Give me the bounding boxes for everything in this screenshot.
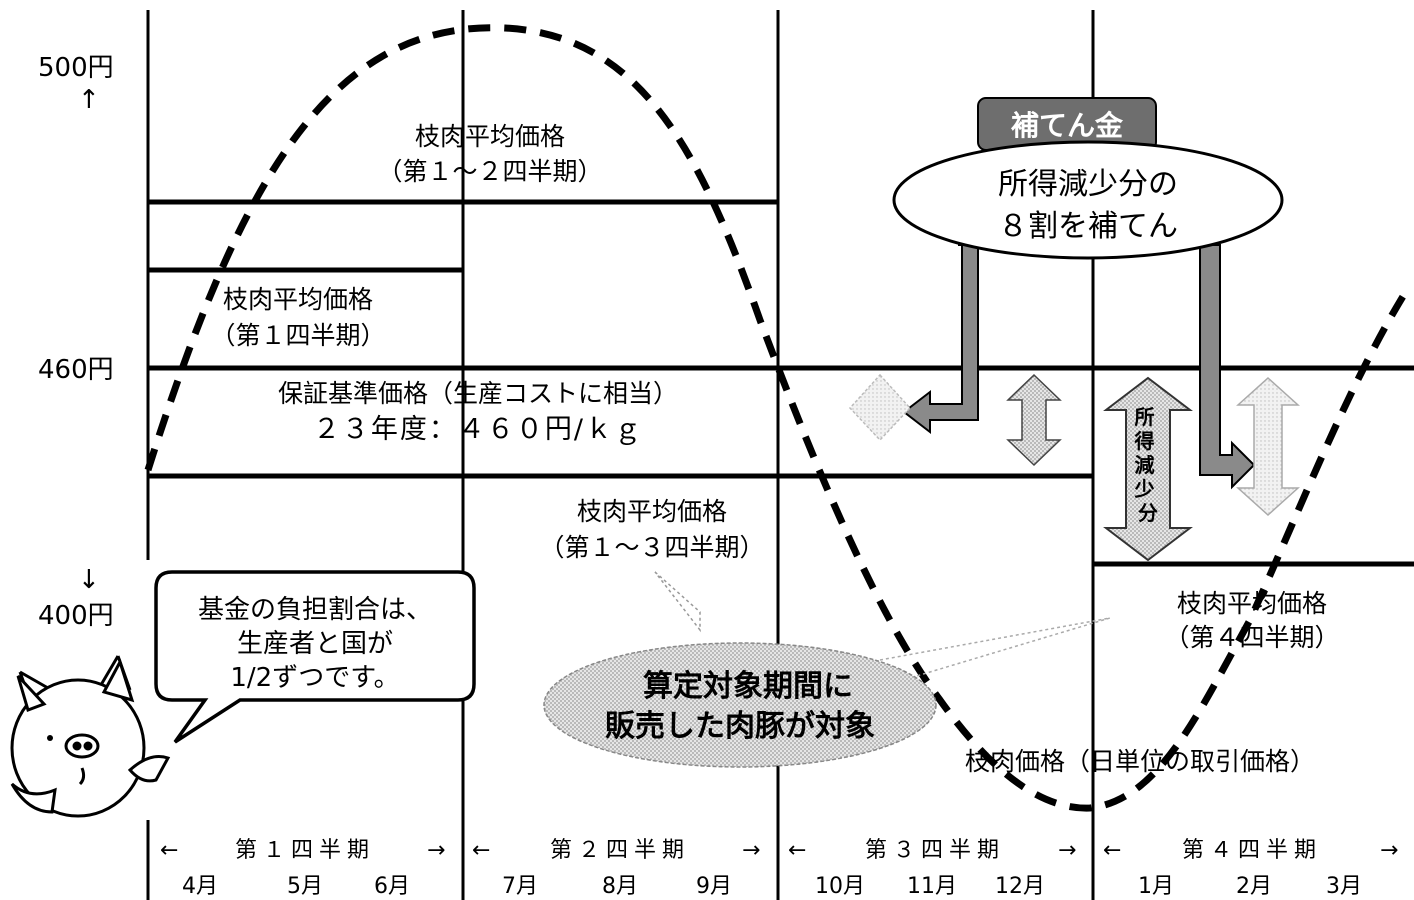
- quarter-dividers: [146, 10, 1095, 900]
- svg-text:→: →: [427, 838, 445, 863]
- avg-q1-q3-label-line1: 枝肉平均価格: [577, 497, 727, 526]
- quarter-q2: ← 第２四半期 → 7月 8月 9月: [472, 838, 760, 899]
- quarter-band: ← 第１四半期 → 4月 5月 6月 ← 第２四半期 → 7月 8月 9月 ← …: [160, 838, 1398, 899]
- avg-q4-label-line1: 枝肉平均価格: [1177, 589, 1327, 618]
- month-5: 5月: [287, 874, 323, 899]
- target-bubble: 算定対象期間に 販売した肉豚が対象: [543, 571, 1111, 768]
- quarter-label-1: 第１四半期: [235, 838, 375, 863]
- target-bubble-pointer: [654, 571, 701, 633]
- pig-bubble-line3: 1/2ずつです。: [230, 663, 399, 693]
- y-down-arrow: ↓: [78, 565, 100, 595]
- avg-q1-q2-label-line1: 枝肉平均価格: [415, 122, 565, 151]
- month-8: 8月: [602, 874, 638, 899]
- svg-text:←: ←: [788, 838, 806, 863]
- subsidy-arrow-left: [902, 244, 979, 435]
- double-arrow-q3-icon: [1006, 373, 1062, 467]
- month-10: 10月: [815, 874, 865, 899]
- income-decrease-arrows: 所 得 減 少 分: [848, 373, 1300, 562]
- target-bubble-line1: 算定対象期間に: [643, 669, 853, 704]
- subsidy-text-line1: 所得減少分の: [998, 167, 1178, 202]
- subsidy-oval: [892, 140, 1284, 260]
- y-up-arrow: ↑: [78, 85, 100, 115]
- svg-text:←: ←: [1103, 838, 1121, 863]
- avg-q1-label-line1: 枝肉平均価格: [223, 285, 373, 314]
- subsidy-group: 補てん金 所得減少分の ８割を補てん: [892, 97, 1284, 490]
- month-7: 7月: [502, 874, 538, 899]
- avg-q1-q3-label-line2: （第１～３四半期）: [539, 533, 764, 562]
- svg-text:→: →: [742, 838, 760, 863]
- svg-text:←: ←: [472, 838, 490, 863]
- month-6: 6月: [374, 874, 410, 899]
- avg-q4-label-line2: （第４四半期）: [1164, 623, 1339, 652]
- month-12: 12月: [995, 874, 1045, 899]
- y-label-500: 500円: [38, 53, 114, 83]
- month-2: 2月: [1236, 874, 1272, 899]
- svg-text:→: →: [1058, 838, 1076, 863]
- month-3: 3月: [1326, 874, 1362, 899]
- y-label-400: 400円: [38, 601, 114, 631]
- double-arrow-q4-small-icon: [1236, 376, 1300, 517]
- quarter-label-3: 第３四半期: [865, 838, 1005, 863]
- pig-speech-bubble: 基金の負担割合は、 生産者と国が 1/2ずつです。: [154, 570, 476, 744]
- avg-q1-label-line2: （第１四半期）: [210, 321, 385, 350]
- quarter-q4: ← 第４四半期 → 1月 2月 3月: [1103, 838, 1398, 899]
- quarter-q1: ← 第１四半期 → 4月 5月 6月: [160, 838, 445, 899]
- svg-text:→: →: [1380, 838, 1398, 863]
- pig-character-icon: [10, 655, 171, 818]
- pig-bubble-line2: 生産者と国が: [237, 629, 393, 659]
- quarter-q3: ← 第３四半期 → 10月 11月 12月: [788, 838, 1076, 899]
- subsidy-tag-label: 補てん金: [1010, 109, 1124, 142]
- svg-text:←: ←: [160, 838, 178, 863]
- y-label-460: 460円: [38, 355, 114, 385]
- pig-bubble-line1: 基金の負担割合は、: [198, 595, 432, 625]
- month-4: 4月: [182, 874, 218, 899]
- daily-price-label: 枝肉価格（日単位の取引価格）: [965, 747, 1315, 776]
- subsidy-arrow-right: [1199, 244, 1256, 490]
- daily-price-curve: [144, 24, 1413, 812]
- base-price-label-line2: ２３年度：４６０円/ｋｇ: [313, 414, 643, 445]
- light-diamond-icon: [848, 373, 912, 442]
- subsidy-text-line2: ８割を補てん: [998, 209, 1178, 244]
- month-9: 9月: [696, 874, 732, 899]
- income-decrease-vertical-label: 所 得 減 少 分: [1134, 405, 1162, 525]
- avg-q1-q2-label-line2: （第１～２四半期）: [377, 157, 602, 186]
- base-price-label-line1: 保証基準価格（生産コストに相当）: [278, 379, 678, 408]
- target-bubble-line2: 販売した肉豚が対象: [605, 709, 875, 744]
- month-1: 1月: [1138, 874, 1174, 899]
- target-bubble-oval: [543, 642, 937, 768]
- quarter-label-4: 第４四半期: [1182, 838, 1322, 863]
- double-arrow-q4-big-icon: [1103, 376, 1193, 562]
- quarter-label-2: 第２四半期: [550, 838, 690, 863]
- month-11: 11月: [907, 874, 957, 899]
